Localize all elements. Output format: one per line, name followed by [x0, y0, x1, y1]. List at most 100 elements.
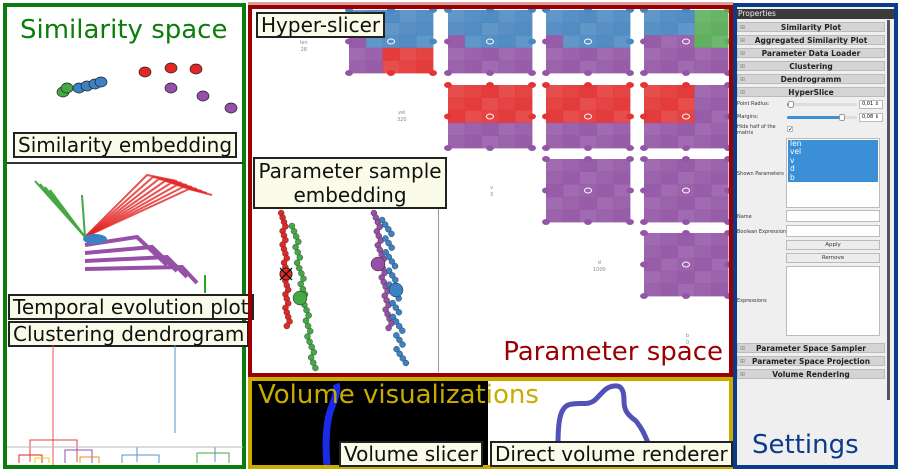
slice-sample-point [724, 219, 729, 225]
scrollbar[interactable] [887, 20, 890, 400]
trajectory-purple [84, 254, 189, 279]
slice-cell [579, 97, 597, 111]
sample-point [396, 336, 403, 344]
slice-cell [660, 22, 678, 36]
section-header[interactable]: ⊞Parameter Space Sampler [737, 343, 885, 353]
slice-cell [562, 35, 580, 49]
boolean-expression-input[interactable] [786, 225, 880, 237]
embedding-point [164, 82, 178, 94]
slice-cell [677, 283, 695, 297]
sample-point [382, 221, 389, 228]
point-radius-slider[interactable] [787, 101, 857, 108]
hide-half-checkbox[interactable]: ✓ [787, 126, 794, 133]
parameter-value: 0 [686, 340, 690, 346]
volume-slicer-image [322, 382, 341, 465]
slice-sample-point [724, 156, 729, 162]
parameter-sample-embedding-plot[interactable] [252, 208, 438, 372]
slice-cell [613, 110, 631, 124]
slice-cell [399, 47, 417, 61]
slice-sample-point [626, 38, 634, 45]
slice-cell [694, 184, 712, 198]
margins-spinbox[interactable]: 0,08 ⇕ [859, 113, 883, 122]
slice-sample-point [640, 82, 648, 88]
slice-sample-point [626, 145, 634, 151]
section-header[interactable]: ⊞Parameter Space Projection [737, 356, 885, 366]
slice-cell [416, 22, 434, 36]
slice-cell [579, 110, 597, 124]
section-header[interactable]: ⊞Dendrogramm [737, 74, 885, 84]
slice-sample-point [542, 156, 550, 162]
expressions-list[interactable] [786, 266, 880, 336]
point-radius-spinbox[interactable]: 0,01 ⇕ [859, 100, 883, 109]
sample-point [399, 341, 406, 348]
sample-point [300, 275, 307, 282]
parameter-list-item[interactable]: vel [788, 147, 878, 157]
section-title: Parameter Data Loader [761, 49, 861, 58]
section-header[interactable]: ⊞Aggregated Similarity Plot [737, 35, 885, 45]
slice-cell [546, 171, 564, 185]
slice-sample-point [486, 145, 494, 151]
slice-cell [613, 135, 631, 149]
slice-sample-point [724, 293, 729, 299]
slice-sample-point [444, 70, 452, 76]
embedding-point [189, 63, 203, 75]
slice-cell [711, 209, 729, 223]
similarity-embedding-plot[interactable] [7, 50, 243, 130]
parameter-list-item[interactable]: b [788, 173, 878, 183]
slice-cell [382, 47, 400, 61]
embedding-point [138, 66, 152, 78]
clustering-dendrogram[interactable] [7, 345, 243, 465]
slice-sample-point [682, 230, 690, 236]
sample-point [307, 327, 314, 335]
dendrogram-link [18, 454, 43, 463]
slice-cell [613, 47, 631, 61]
slice-cell [498, 47, 516, 61]
remove-button[interactable]: Remove [786, 253, 880, 263]
slice-cell [677, 35, 695, 49]
section-header[interactable]: ⊞Similarity Plot [737, 22, 885, 32]
slice-cell [546, 60, 564, 74]
slice-cell [596, 159, 614, 172]
parameter-list-item[interactable]: len [788, 139, 878, 149]
section-header[interactable]: ⊞HyperSlice [737, 87, 885, 97]
name-input[interactable] [786, 210, 880, 222]
slice-cell [481, 97, 499, 111]
section-header[interactable]: ⊞Volume Rendering [737, 369, 885, 379]
slice-cell [579, 184, 597, 198]
parameter-name: v [490, 185, 494, 191]
parameter-list-item[interactable]: d [788, 164, 878, 174]
slice-cell [644, 196, 662, 210]
margins-slider[interactable] [787, 114, 857, 121]
apply-button[interactable]: Apply [786, 240, 880, 250]
dendrogram-link [29, 439, 78, 462]
slice-cell [694, 159, 712, 172]
slice-cell [613, 85, 631, 98]
section-header[interactable]: ⊞ Parameter Data Loader [737, 48, 885, 58]
slice-sample-point [682, 113, 690, 120]
slice-cell [644, 110, 662, 124]
slice-cell [562, 135, 580, 149]
parameter-name: len [300, 40, 308, 46]
slice-sample-point [528, 113, 536, 120]
slice-cell [546, 184, 564, 198]
slice-sample-point [682, 9, 690, 13]
slice-cell [498, 35, 516, 49]
properties-titlebar[interactable]: Properties [737, 9, 894, 19]
similarity-space-title: Similarity space [20, 15, 228, 45]
slice-cell [694, 110, 712, 124]
hyper-slicer[interactable] [252, 9, 729, 373]
embedding-point [196, 90, 210, 102]
slice-cell [644, 10, 662, 23]
section-header[interactable]: ⊞Clustering [737, 61, 885, 71]
slice-sample-point [682, 145, 690, 151]
direct-volume-renderer-view[interactable] [488, 381, 729, 465]
parameter-list-item[interactable]: v [788, 156, 878, 166]
temporal-evolution-plot[interactable] [7, 165, 243, 295]
expand-icon: ⊞ [740, 50, 746, 57]
slice-cell [711, 22, 729, 36]
sample-point [395, 322, 403, 330]
slice-cell [711, 196, 729, 210]
slice-sample-point [640, 145, 648, 151]
